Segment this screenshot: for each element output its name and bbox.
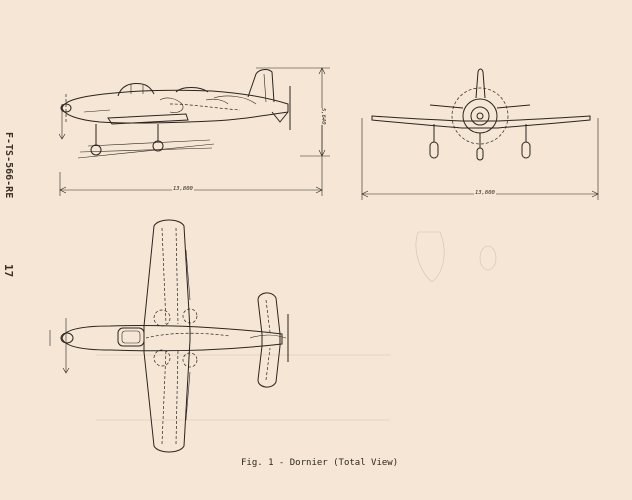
side-landing-gear: [77, 124, 215, 159]
side-ventral-fin: [271, 111, 289, 123]
front-propeller-disc: [451, 87, 509, 145]
front-span-dimension: [361, 118, 599, 200]
side-view: [58, 67, 330, 196]
top-front-spinner: [60, 332, 74, 344]
side-fuselage: [61, 89, 289, 124]
side-dorsal-fairing: [175, 87, 209, 93]
side-length-dimension: [59, 108, 323, 196]
side-height-label: 5,640: [320, 108, 326, 125]
side-vertical-fin: [247, 69, 275, 103]
side-length-label: 13,800: [172, 186, 194, 192]
top-fuselage: [61, 324, 283, 352]
top-canopy: [117, 327, 145, 347]
figure-caption: Fig. 1 - Dornier (Total View): [241, 458, 399, 468]
top-wing: [143, 219, 191, 453]
front-horizontal-stabilizer: [429, 104, 531, 109]
front-span-label: 13,800: [474, 190, 496, 196]
front-view: [361, 68, 599, 200]
front-landing-gear: [429, 124, 531, 161]
side-wing: [107, 113, 189, 125]
side-canopy: [117, 83, 155, 97]
bleed-through-marks: [96, 231, 497, 421]
front-wing: [371, 115, 591, 129]
side-height-dimension: [256, 67, 330, 157]
front-vertical-fin: [475, 68, 486, 99]
top-view: [49, 219, 289, 453]
top-horizontal-stabilizer: [257, 292, 281, 388]
